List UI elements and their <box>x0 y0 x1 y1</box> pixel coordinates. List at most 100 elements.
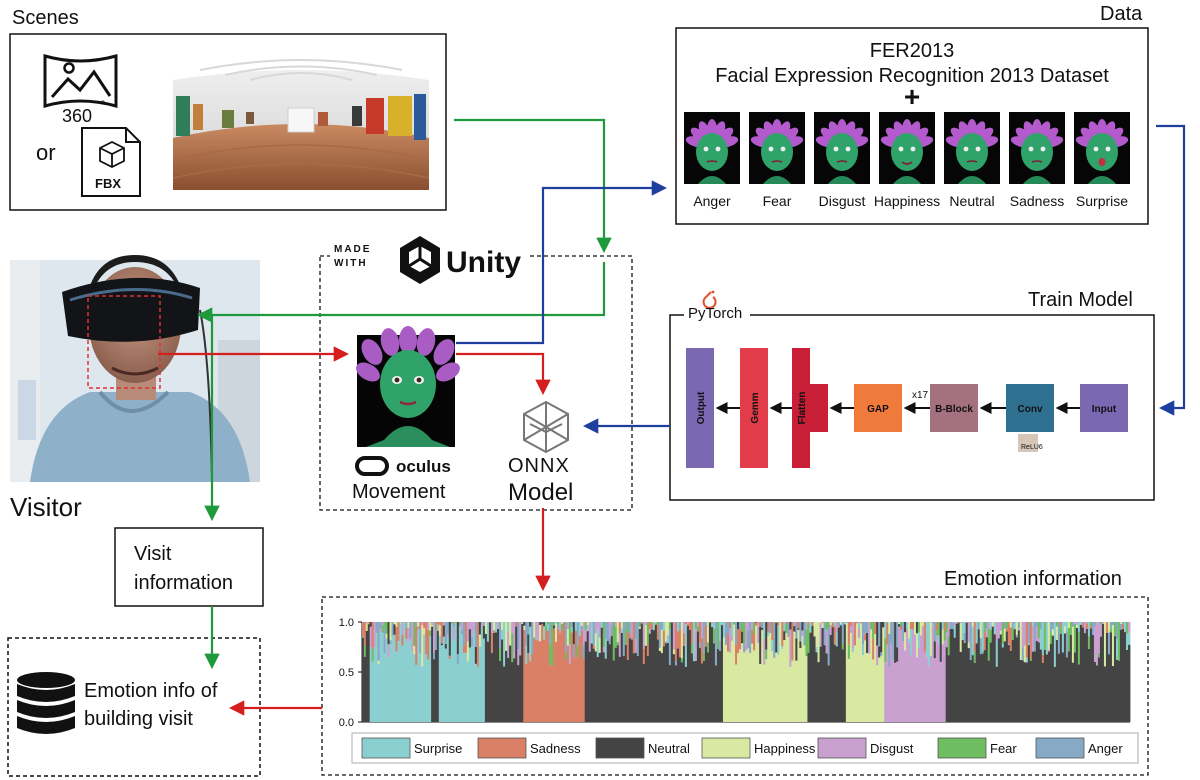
bar-segment-neutral <box>985 637 989 722</box>
bar-segment-happiness <box>801 635 804 722</box>
bar-segment-happiness <box>737 653 740 722</box>
bar-segment-surprise <box>387 657 390 722</box>
bar-segment-sadness <box>642 648 646 664</box>
bar-segment-anger <box>773 622 776 637</box>
bar-segment-sadness <box>572 657 576 722</box>
bar-segment-happiness <box>1107 622 1111 633</box>
bar-segment-neutral <box>636 655 640 722</box>
bar-segment-neutral <box>1041 662 1045 722</box>
bar-segment-sadness <box>767 622 770 632</box>
bar-segment-happiness <box>813 623 816 637</box>
bar-segment-neutral <box>436 630 440 722</box>
bar-segment-fear <box>983 622 987 633</box>
bar-segment-anger <box>1035 622 1039 627</box>
bar-segment-disgust <box>1037 637 1041 643</box>
bar-segment-neutral <box>1117 660 1121 722</box>
bar-segment-happiness <box>664 622 668 642</box>
bar-segment-anger <box>562 622 566 623</box>
bar-segment-disgust <box>519 622 522 655</box>
bar-segment-disgust <box>602 647 606 653</box>
bar-segment-happiness <box>1009 622 1013 628</box>
bar-segment-happiness <box>1063 626 1067 634</box>
bar-segment-anger <box>951 622 955 630</box>
bar-segment-fear <box>973 651 977 663</box>
bar-segment-sadness <box>791 622 794 660</box>
bar-segment-fear <box>917 622 921 632</box>
bar-segment-anger <box>726 622 730 634</box>
bar-segment-happiness <box>845 622 849 722</box>
arrow-scenes-to-unity <box>454 118 612 254</box>
bar-segment-anger <box>1049 622 1053 634</box>
bar-segment-anger <box>739 622 742 629</box>
bar-segment-disgust <box>935 635 939 722</box>
bar-segment-disgust <box>925 656 929 722</box>
bar-segment-sadness <box>464 622 468 633</box>
bar-segment-disgust <box>910 655 913 722</box>
bar-segment-sadness <box>454 622 458 623</box>
bar-segment-neutral <box>393 624 396 635</box>
bar-segment-neutral <box>947 655 951 722</box>
bar-segment-happiness <box>733 624 736 722</box>
bar-segment-neutral <box>839 625 843 722</box>
bar-segment-surprise <box>862 644 865 656</box>
bar-segment-neutral <box>833 644 837 722</box>
bar-segment-fear <box>694 622 698 629</box>
bar-segment-anger <box>902 637 905 642</box>
bar-segment-anger <box>668 629 672 666</box>
bar-segment-surprise <box>975 622 979 644</box>
bar-segment-surprise <box>1087 622 1091 637</box>
bar-segment-sadness <box>1089 625 1093 629</box>
bar-segment-surprise <box>600 622 604 627</box>
bar-segment-surprise <box>941 622 945 630</box>
bar-segment-anger <box>417 626 420 630</box>
bar-segment-neutral <box>1095 665 1099 722</box>
bar-segment-neutral <box>505 650 508 722</box>
bar-segment-happiness <box>799 647 802 722</box>
bar-segment-happiness <box>533 622 536 638</box>
bar-segment-fear <box>602 622 606 648</box>
bar-segment-happiness <box>421 625 424 667</box>
bar-segment-disgust <box>728 628 732 653</box>
bar-segment-disgust <box>472 624 476 631</box>
bar-segment-neutral <box>365 630 369 722</box>
bar-segment-happiness <box>739 649 742 722</box>
bar-segment-neutral <box>616 645 620 722</box>
bar-segment-sadness <box>562 622 566 722</box>
bar-segment-fear <box>556 622 560 625</box>
bar-segment-surprise <box>995 640 999 667</box>
bar-segment-disgust <box>890 643 893 722</box>
bar-segment-fear <box>1049 633 1053 645</box>
bar-segment-happiness <box>741 643 744 722</box>
emotion-label-disgust: Disgust <box>819 193 866 209</box>
bar-segment-fear <box>1087 636 1091 649</box>
bar-segment-anger <box>704 622 708 626</box>
bar-segment-neutral <box>1128 644 1131 722</box>
bar-segment-fear <box>1097 652 1101 658</box>
bar-segment-neutral <box>618 656 622 722</box>
bar-segment-surprise <box>383 653 386 722</box>
bar-segment-sadness <box>646 644 650 656</box>
dataset-short-name: FER2013 <box>870 40 955 62</box>
bar-segment-sadness <box>568 663 572 722</box>
bar-segment-fear <box>733 622 736 625</box>
bar-segment-neutral <box>953 637 957 722</box>
bar-segment-neutral <box>367 624 371 722</box>
bar-segment-fear <box>987 628 991 661</box>
bar-segment-neutral <box>1039 649 1043 722</box>
bar-segment-surprise <box>620 628 624 633</box>
bar-segment-happiness <box>395 622 398 627</box>
bar-segment-anger <box>702 622 706 653</box>
bar-segment-disgust <box>373 622 377 631</box>
bar-segment-disgust <box>401 622 404 635</box>
bar-segment-surprise <box>783 622 786 632</box>
bar-segment-neutral <box>694 660 698 722</box>
bar-segment-sadness <box>476 622 480 658</box>
bar-segment-fear <box>827 622 831 629</box>
bar-segment-surprise <box>375 633 379 722</box>
bar-segment-disgust <box>870 628 873 630</box>
bar-segment-happiness <box>919 629 923 636</box>
bar-segment-happiness <box>1019 622 1023 647</box>
bar-segment-happiness <box>666 622 670 636</box>
bar-segment-neutral <box>957 622 961 722</box>
bar-segment-happiness <box>1047 622 1051 650</box>
